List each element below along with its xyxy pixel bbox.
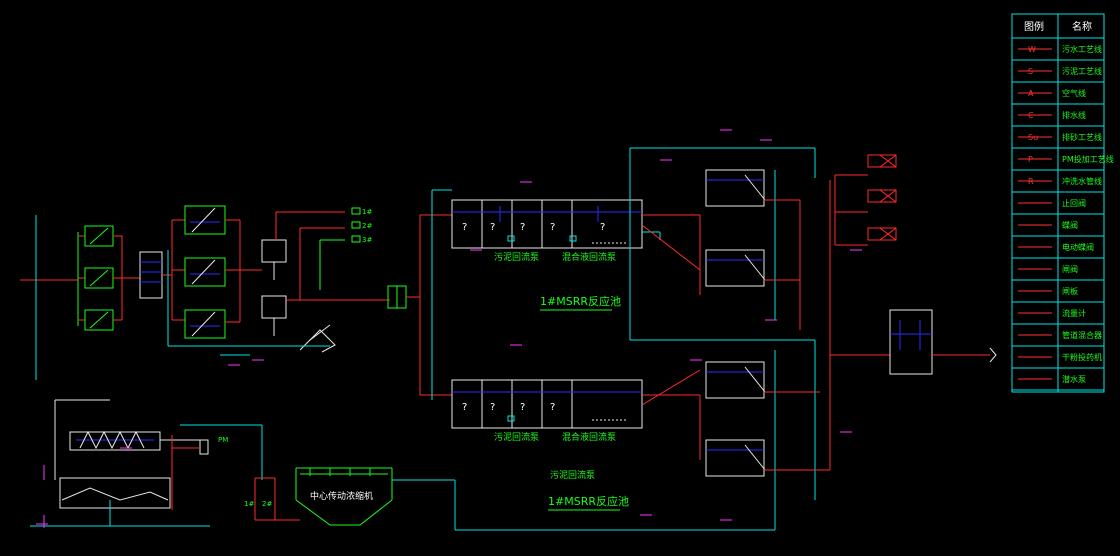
pam-label: PM — [218, 436, 228, 444]
legend-row-name: PM投加工艺线 — [1062, 154, 1114, 164]
thickener-label: 中心传动浓缩机 — [310, 490, 373, 502]
legend-table: 图例 名称 W 污水工艺线 S 污泥工艺线 A 空气线 C 排水线 Su 排砂工艺线 P PM投加工艺… — [1011, 13, 1114, 393]
legend-row-name: 止回阀 — [1062, 198, 1086, 208]
legend-row-name: 污水工艺线 — [1062, 44, 1102, 54]
sludge-treatment-section: PM 1# 2# — [30, 399, 300, 527]
reactor-cell-8: ? — [520, 402, 525, 413]
reactor-cell-5: ? — [600, 222, 605, 233]
top-mix-return-label: 混合液回流泵 — [562, 251, 616, 263]
reactor-cell-9: ? — [550, 402, 555, 413]
reactor-cell-2: ? — [490, 222, 495, 233]
blower-label-2: 2# — [362, 222, 372, 230]
legend-rows: W 污水工艺线 S 污泥工艺线 A 空气线 C 排水线 Su 排砂工艺线 P PM投加工艺线 R 冲洗水管… — [1012, 44, 1114, 391]
pretreatment-section: 1# 2# 3# — [20, 205, 390, 380]
outlet-tank — [889, 309, 997, 375]
top-msrr-reactor: ? ? ? ? ? 污泥回流泵 混合液回流泵 1#MSRR反应池 — [451, 199, 701, 311]
legend-symbol-text: Su — [1028, 133, 1038, 142]
pump-label-2: 2# — [262, 500, 272, 508]
legend-symbol-text: R — [1028, 177, 1034, 186]
thickener: 中心传动浓缩机 — [295, 467, 775, 531]
top-sludge-return-label: 污泥回流泵 — [494, 251, 539, 263]
legend-header-symbol: 图例 — [1024, 20, 1044, 33]
bottom-sludge-return-label: 污泥回流泵 — [494, 431, 539, 443]
clarifier-units — [629, 147, 890, 530]
legend-row-name: 冲洗水管线 — [1062, 176, 1102, 186]
legend-row-name: 电动蝶阀 — [1062, 242, 1094, 252]
legend-row-name: 闸板 — [1062, 286, 1078, 296]
reactor-cell-3: ? — [520, 222, 525, 233]
legend-row-name: 排水线 — [1062, 110, 1086, 120]
legend-row-name: 干粉投药机 — [1062, 352, 1102, 362]
legend-row-name: 潜水泵 — [1062, 374, 1086, 384]
bottom-mix-return-label: 混合液回流泵 — [562, 431, 616, 443]
legend-symbol-text: S — [1028, 67, 1033, 76]
legend-row-name: 空气线 — [1062, 88, 1086, 98]
legend-symbol-text: P — [1028, 155, 1033, 164]
blower-label-1: 1# — [362, 208, 372, 216]
top-reactor-title: 1#MSRR反应池 — [540, 294, 621, 308]
legend-symbol-text: C — [1028, 111, 1034, 120]
legend-row-name: 污泥工艺线 — [1062, 66, 1102, 76]
bottom-msrr-reactor: ? ? ? ? 污泥回流泵 混合液回流泵 污泥回流泵 1#MSRR反应池 — [451, 369, 701, 511]
pump-label-1: 1# — [244, 500, 254, 508]
flow-arrows — [36, 129, 862, 528]
legend-symbol-text: W — [1028, 45, 1036, 54]
legend-row-name: 管道混合器 — [1062, 330, 1102, 340]
distribution-well — [387, 189, 452, 400]
legend-symbol-text: A — [1028, 89, 1034, 98]
legend-row-name: 流量计 — [1062, 308, 1086, 318]
legend-row-name: 排砂工艺线 — [1062, 132, 1102, 142]
bottom-reactor-title: 1#MSRR反应池 — [548, 494, 629, 508]
blower-label-3: 3# — [362, 236, 372, 244]
right-valve-group — [834, 154, 897, 246]
reactor-cell-4: ? — [550, 222, 555, 233]
reactor-cell-7: ? — [490, 402, 495, 413]
bottom-sludge-return-label-2: 污泥回流泵 — [550, 469, 595, 481]
legend-row-name: 蝶阀 — [1062, 220, 1078, 230]
legend-row-name: 闸阀 — [1062, 265, 1078, 274]
legend-header-name: 名称 — [1072, 20, 1092, 33]
reactor-cell-6: ? — [462, 402, 467, 413]
reactor-cell-1: ? — [462, 222, 467, 233]
